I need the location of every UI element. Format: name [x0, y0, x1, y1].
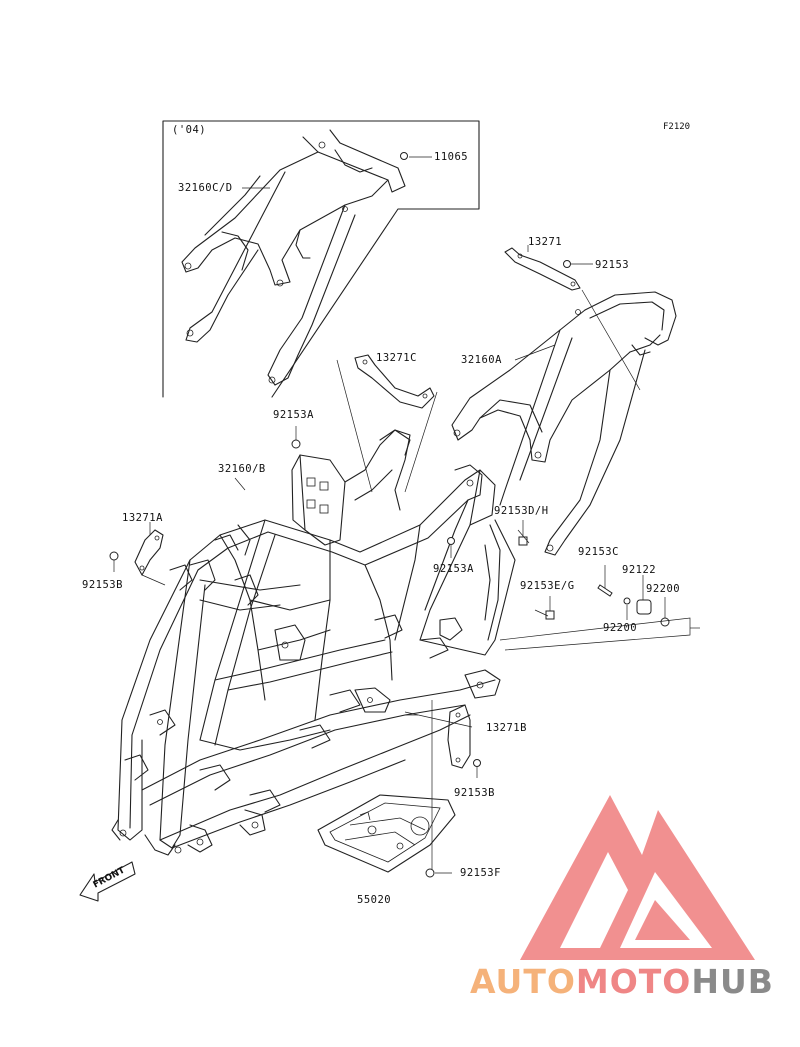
part-label-92153c[interactable]: 92153C	[578, 546, 619, 558]
part-label-13271a[interactable]: 13271A	[122, 512, 163, 524]
part-label-11065[interactable]: 11065	[434, 151, 469, 163]
part-label-92153b-left[interactable]: 92153B	[82, 579, 123, 591]
part-label-32160b[interactable]: 32160/B	[218, 463, 266, 475]
front-arrow-icon	[79, 861, 136, 902]
part-label-32160cd[interactable]: 32160C/D	[178, 182, 233, 194]
bracket-13271c	[336, 354, 438, 493]
part-label-92153eg[interactable]: 92153E/G	[520, 580, 575, 592]
bracket-13271a	[134, 522, 166, 586]
part-label-13271[interactable]: 13271	[528, 236, 563, 248]
part-label-92153[interactable]: 92153	[595, 259, 630, 271]
leader-lines	[109, 426, 700, 878]
part-label-55020[interactable]: 55020	[357, 894, 392, 906]
skid-plate-55020	[317, 794, 456, 873]
main-frame-32160b	[111, 429, 516, 856]
bracket-13271b	[404, 704, 473, 769]
subframe-32160cd	[181, 129, 432, 386]
part-label-13271b[interactable]: 13271B	[486, 722, 527, 734]
part-label-32160a[interactable]: 32160A	[461, 354, 502, 366]
part-label-92200-right[interactable]: 92200	[646, 583, 681, 595]
part-label-92153a-top[interactable]: 92153A	[273, 409, 314, 421]
part-label-92200-low[interactable]: 92200	[603, 622, 638, 634]
watermark-text: AUTOMOTOHUB	[470, 962, 774, 1001]
variant-note: ('04)	[172, 124, 207, 136]
inset-box	[162, 120, 480, 398]
watermark-part-moto: MOTO	[575, 962, 692, 1001]
figure-code: F2120	[663, 122, 691, 132]
part-label-92153a-mid[interactable]: 92153A	[433, 563, 474, 575]
part-label-92153dh[interactable]: 92153D/H	[494, 505, 549, 517]
part-label-92153b-low[interactable]: 92153B	[454, 787, 495, 799]
watermark-part-hub: HUB	[691, 962, 774, 1001]
watermark-part-auto: AUTO	[470, 962, 576, 1001]
part-label-13271c[interactable]: 13271C	[376, 352, 417, 364]
part-label-92153f[interactable]: 92153F	[460, 867, 501, 879]
subframe-32160a	[451, 291, 677, 556]
watermark-logo-icon	[520, 795, 755, 960]
part-label-92122[interactable]: 92122	[622, 564, 657, 576]
